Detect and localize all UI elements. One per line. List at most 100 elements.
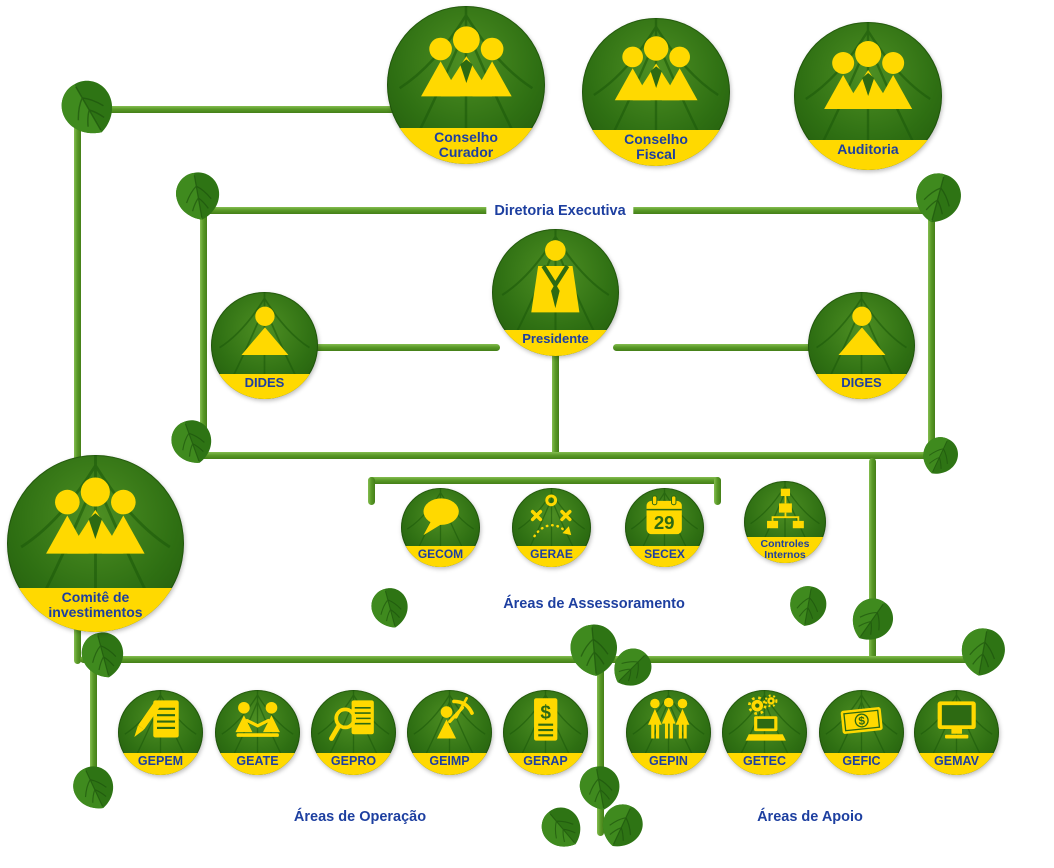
org-node-diges[interactable]: DIGES	[808, 292, 915, 399]
node-label-band: GEPEM	[118, 753, 203, 775]
vine-connector	[185, 452, 935, 459]
node-label-line: GEPEM	[137, 754, 184, 768]
node-label-line: GEPRO	[330, 754, 377, 768]
node-label-band: GERAE	[512, 546, 591, 567]
node-label-line: investimentos	[48, 604, 143, 621]
people-group-icon	[21, 464, 170, 576]
vine-connector	[869, 458, 876, 663]
vine-connector	[80, 656, 992, 663]
leaf-decoration	[364, 582, 415, 633]
svg-text:29: 29	[654, 512, 675, 533]
pencil-document-icon	[125, 694, 196, 747]
vine-connector	[368, 477, 721, 484]
node-label-band: Presidente	[492, 330, 619, 356]
people-group-icon	[806, 29, 930, 129]
calendar-icon: 29	[631, 492, 697, 541]
leaf-decoration	[913, 429, 966, 482]
org-node-gerae[interactable]: GERAE	[512, 488, 591, 567]
person-icon	[220, 297, 310, 366]
meeting-icon	[222, 694, 293, 747]
node-label-band: SECEX	[625, 546, 704, 567]
leaf-decoration	[531, 797, 593, 859]
leaf-decoration	[74, 626, 133, 685]
node-label-band: GETEC	[722, 753, 807, 775]
org-node-gepem[interactable]: GEPEM	[118, 690, 203, 775]
org-node-gefic[interactable]: $ GEFIC	[819, 690, 904, 775]
person-icon	[817, 297, 907, 366]
person-suit-icon	[502, 235, 609, 321]
leaf-decoration	[591, 795, 652, 856]
people-group-icon	[400, 14, 533, 117]
leaf-decoration	[906, 166, 970, 230]
section-label-areas-assessoramento: Áreas de Assessoramento	[495, 596, 693, 612]
node-label-band: GEPIN	[626, 753, 711, 775]
org-node-gerap[interactable]: $GERAP	[503, 690, 588, 775]
magnifier-document-icon	[318, 694, 389, 747]
node-label-line: GEIMP	[429, 754, 470, 768]
vine-connector	[200, 212, 207, 452]
org-node-presidente[interactable]: Presidente	[492, 229, 619, 356]
node-label-band: GEIMP	[407, 753, 492, 775]
node-label-line: Comitê de	[61, 589, 130, 605]
vine-connector	[613, 344, 813, 351]
org-node-gemav[interactable]: GEMAV	[914, 690, 999, 775]
leaf-decoration	[63, 757, 124, 818]
node-label-line: GETEC	[742, 754, 787, 768]
org-node-geate[interactable]: GEATE	[215, 690, 300, 775]
vine-connector	[597, 658, 604, 836]
node-label-band: DIDES	[211, 374, 318, 399]
node-label-line: GECOM	[417, 547, 464, 561]
section-label-diretoria-executiva: Diretoria Executiva	[486, 203, 634, 219]
vine-connector	[305, 344, 500, 351]
strategy-icon	[518, 492, 584, 541]
node-label-line: Curador	[438, 144, 494, 161]
org-node-gepin[interactable]: GEPIN	[626, 690, 711, 775]
node-label-band: Auditoria	[794, 140, 942, 170]
org-node-gepro[interactable]: GEPRO	[311, 690, 396, 775]
node-label-line: GERAE	[530, 547, 573, 561]
speech-bubble-icon	[407, 492, 473, 541]
computer-monitor-icon	[921, 694, 992, 747]
org-node-gecom[interactable]: GECOM	[401, 488, 480, 567]
leaf-decoration	[48, 68, 127, 147]
node-label-line: Presidente	[522, 331, 589, 346]
section-label-areas-operacao: Áreas de Operação	[285, 809, 435, 825]
node-label-line: Conselho	[624, 131, 688, 147]
node-label-band: GEFIC	[819, 753, 904, 775]
org-node-auditoria[interactable]: Auditoria	[794, 22, 942, 170]
svg-text:$: $	[858, 714, 866, 728]
leaf-decoration	[163, 413, 222, 472]
org-node-geimp[interactable]: GEIMP	[407, 690, 492, 775]
leaf-decoration	[565, 621, 624, 680]
node-label-line: DIDES	[244, 375, 285, 390]
people-standing-icon	[633, 694, 704, 747]
org-node-getec[interactable]: GETEC	[722, 690, 807, 775]
flowchart-icon	[751, 485, 820, 531]
leaf-decoration	[840, 588, 904, 652]
vine-connector	[74, 108, 81, 664]
node-label-band: GERAP	[503, 753, 588, 775]
leaf-decoration	[573, 761, 626, 814]
node-label-band: GECOM	[401, 546, 480, 567]
node-label-band: GEATE	[215, 753, 300, 775]
node-label-band: GEMAV	[914, 753, 999, 775]
node-label-line: GEMAV	[934, 754, 979, 768]
node-label-line: Conselho	[434, 129, 498, 145]
node-label-line: Controles	[760, 538, 810, 550]
node-label-line: DIGES	[841, 375, 882, 390]
vine-connector	[714, 477, 721, 505]
vine-connector	[928, 212, 935, 458]
org-node-dides[interactable]: DIDES	[211, 292, 318, 399]
node-label-line: SECEX	[644, 547, 685, 561]
section-label-areas-apoio: Áreas de Apoio	[749, 809, 871, 825]
node-label-line: GEPIN	[649, 754, 688, 768]
vine-connector	[368, 477, 375, 505]
